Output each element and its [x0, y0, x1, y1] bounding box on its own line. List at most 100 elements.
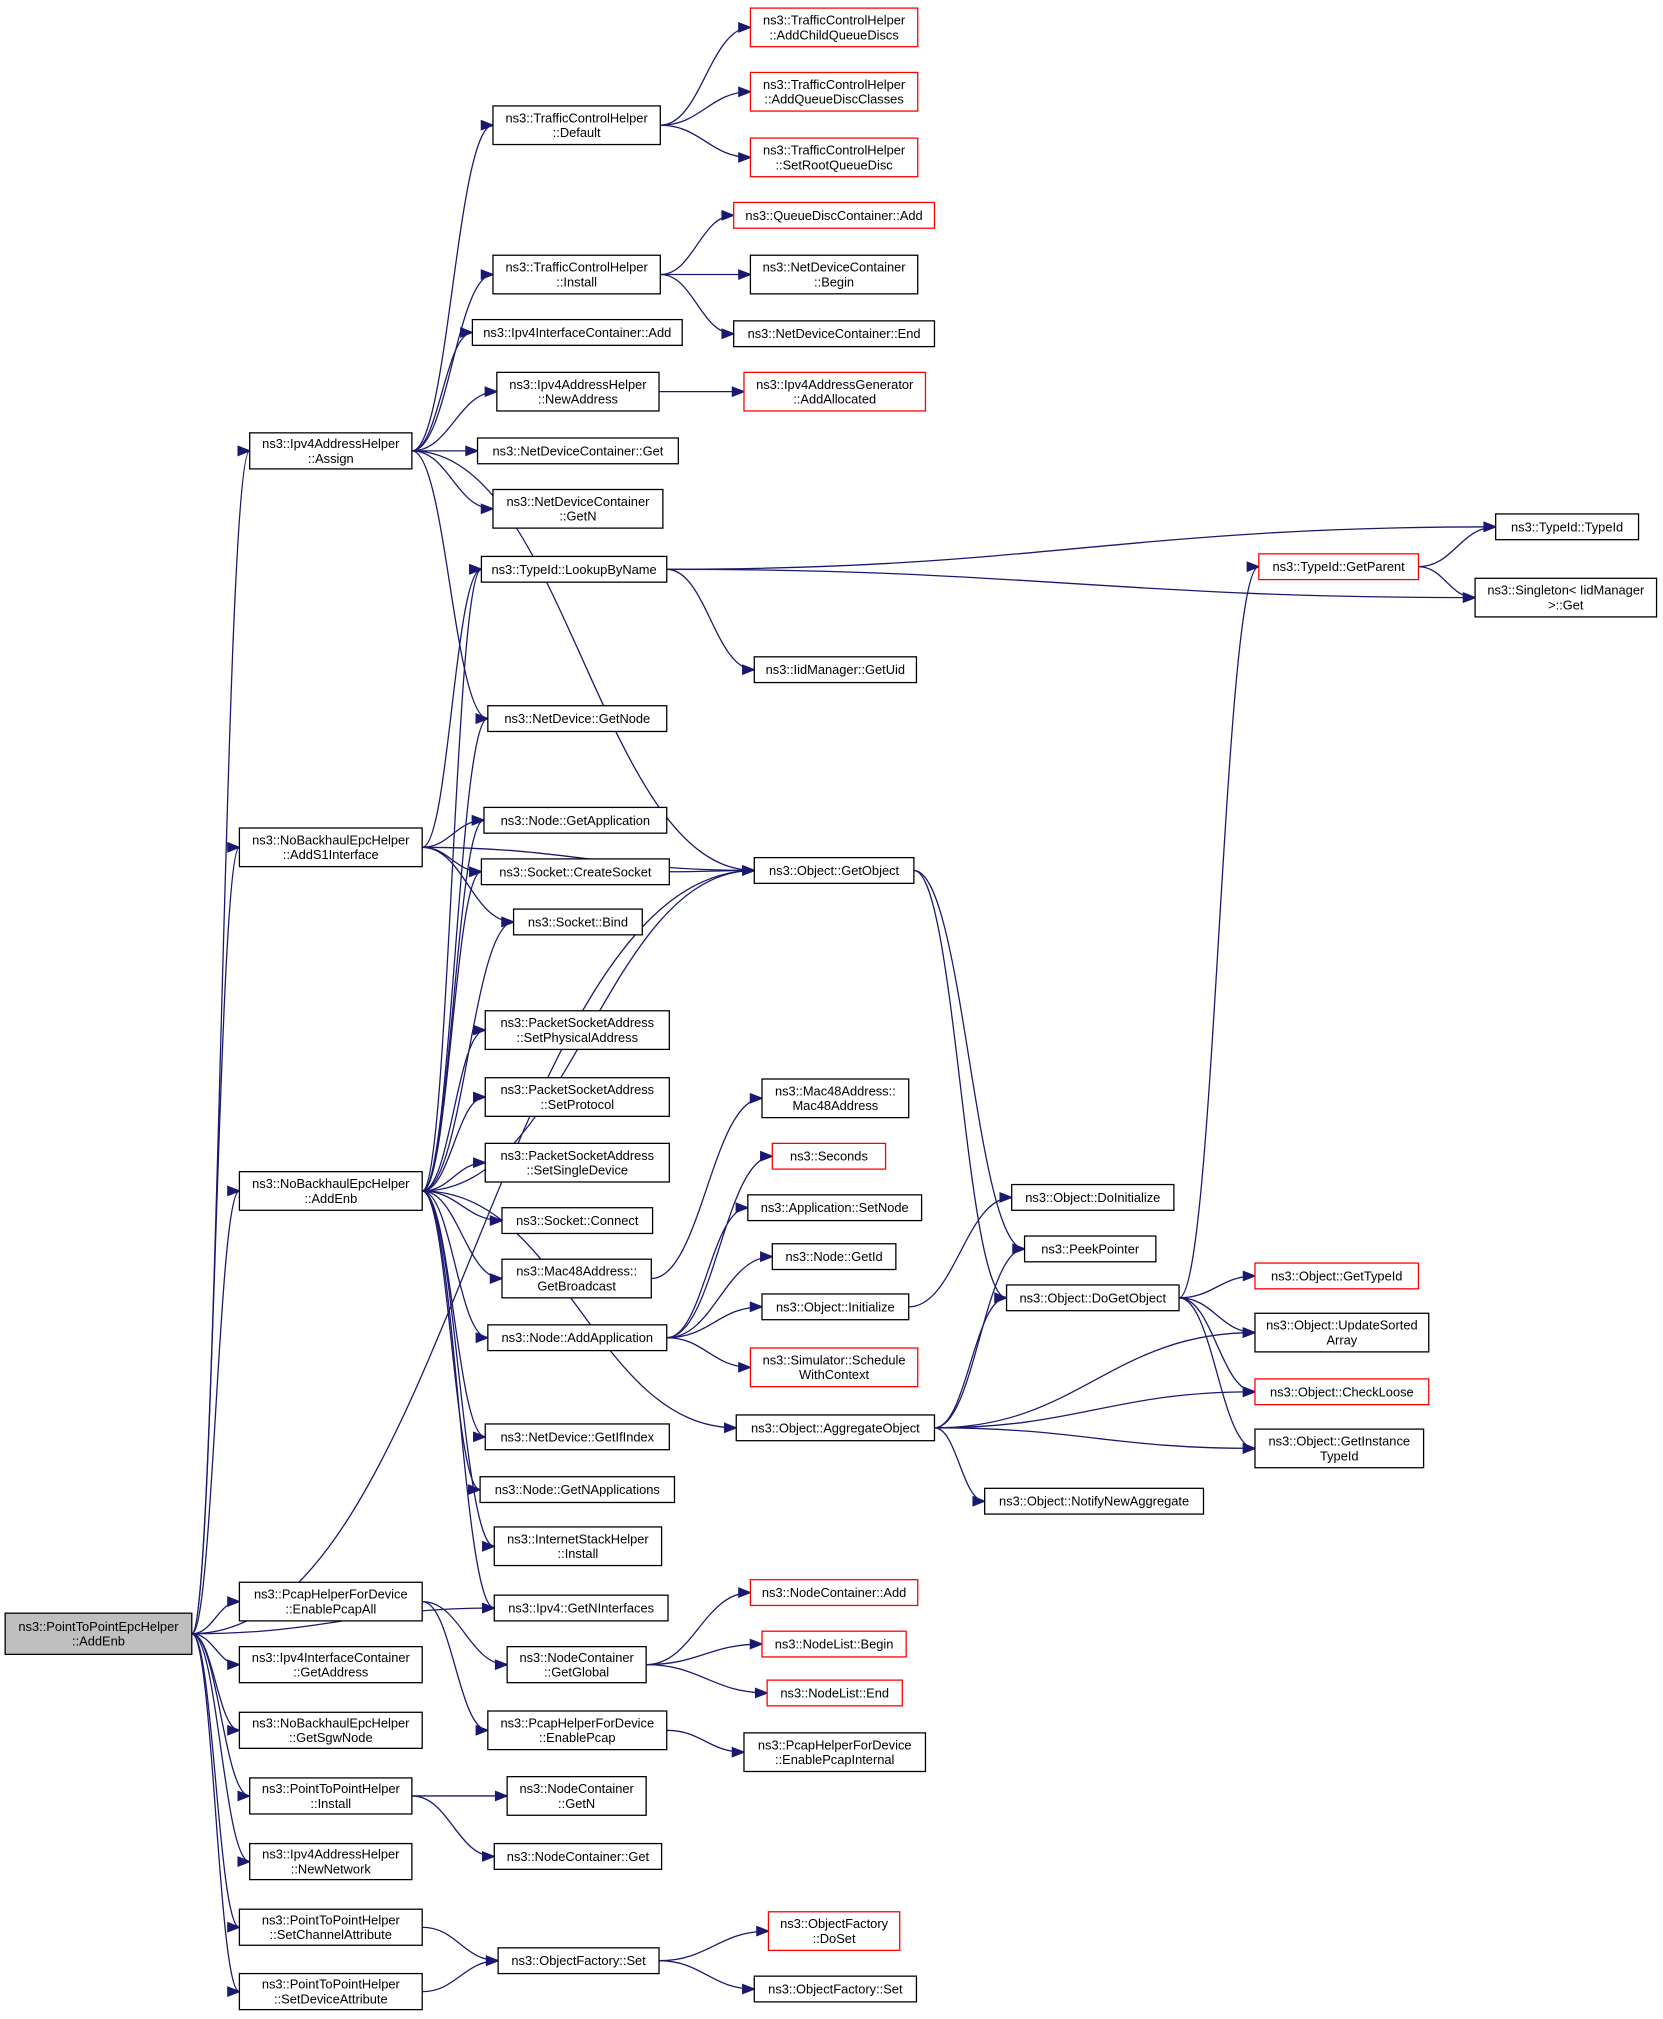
node-ns3-nodelist-end[interactable]: ns3::NodeList::End: [766, 1679, 903, 1707]
node-ns3-netdevicecontainer-getn[interactable]: ns3::NetDeviceContainer::GetN: [492, 488, 664, 529]
node-box[interactable]: [743, 1732, 927, 1773]
node-ns3-object-gettypeid[interactable]: ns3::Object::GetTypeId: [1254, 1262, 1420, 1290]
node-ns3-ipv4interfacecontainer-getaddress[interactable]: ns3::Ipv4InterfaceContainer::GetAddress: [238, 1645, 423, 1684]
node-box[interactable]: [1254, 1312, 1430, 1353]
node-box[interactable]: [4, 1612, 193, 1656]
node-ns3-typeid-lookupbyname[interactable]: ns3::TypeId::LookupByName: [480, 555, 668, 583]
node-box[interactable]: [238, 1711, 423, 1749]
node-ns3-ipv4addressgenerator-addallocated[interactable]: ns3::Ipv4AddressGenerator::AddAllocated: [743, 371, 927, 412]
node-ns3-trafficcontrolhelper-addqueuediscclasses[interactable]: ns3::TrafficControlHelper::AddQueueDiscC…: [749, 71, 919, 112]
node-ns3-object-notifynewaggregate[interactable]: ns3::Object::NotifyNewAggregate: [984, 1487, 1205, 1515]
node-ns3-nobackhaulepchelper-getsgwnode[interactable]: ns3::NoBackhaulEpcHelper::GetSgwNode: [238, 1711, 423, 1749]
node-box[interactable]: [484, 1077, 670, 1117]
node-ns3-nodecontainer-add[interactable]: ns3::NodeContainer::Add: [749, 1579, 919, 1607]
node-ns3-ipv4interfacecontainer-add[interactable]: ns3::Ipv4InterfaceContainer::Add: [471, 318, 683, 346]
node-ns3-trafficcontrolhelper-install[interactable]: ns3::TrafficControlHelper::Install: [492, 254, 661, 295]
node-box[interactable]: [493, 1842, 663, 1870]
node-box[interactable]: [497, 1947, 660, 1975]
node-box[interactable]: [496, 371, 660, 412]
node-box[interactable]: [747, 1194, 923, 1222]
node-box[interactable]: [733, 201, 936, 229]
node-box[interactable]: [493, 1526, 663, 1567]
node-box[interactable]: [749, 254, 919, 295]
node-ns3-objectfactory-doset[interactable]: ns3::ObjectFactory::DoSet: [767, 1911, 901, 1952]
node-box[interactable]: [238, 1908, 423, 1946]
node-box[interactable]: [501, 1258, 652, 1299]
node-box[interactable]: [1005, 1284, 1180, 1312]
node-ns3-nodecontainer-get[interactable]: ns3::NodeContainer::Get: [493, 1842, 663, 1870]
node-box[interactable]: [753, 656, 918, 684]
node-box[interactable]: [479, 1476, 676, 1504]
node-box[interactable]: [1495, 513, 1640, 541]
node-ns3-nobackhaulepchelper-adds1interface[interactable]: ns3::NoBackhaulEpcHelper::AddS1Interface: [238, 827, 423, 868]
node-box[interactable]: [492, 488, 664, 529]
node-box[interactable]: [1254, 1428, 1425, 1469]
node-ns3-node-getid[interactable]: ns3::Node::GetId: [771, 1243, 897, 1271]
node-ns3-ipv4addresshelper-newnetwork[interactable]: ns3::Ipv4AddressHelper::NewNetwork: [249, 1842, 413, 1881]
node-ns3-object-doinitialize[interactable]: ns3::Object::DoInitialize: [1011, 1183, 1175, 1211]
node-box[interactable]: [749, 7, 919, 48]
node-box[interactable]: [771, 1243, 897, 1271]
node-ns3-packetsocketaddress-setsingledevice[interactable]: ns3::PacketSocketAddress::SetSingleDevic…: [484, 1142, 670, 1183]
node-ns3-object-getobject[interactable]: ns3::Object::GetObject: [753, 856, 915, 885]
node-box[interactable]: [753, 856, 915, 885]
node-ns3-pointtopointhelper-setdeviceattribute[interactable]: ns3::PointToPointHelper::SetDeviceAttrib…: [238, 1972, 423, 2011]
node-box[interactable]: [480, 858, 670, 886]
node-ns3-object-initialize[interactable]: ns3::Object::Initialize: [761, 1293, 910, 1321]
node-ns3-object-checkloose[interactable]: ns3::Object::CheckLoose: [1254, 1378, 1430, 1406]
node-box[interactable]: [984, 1487, 1205, 1515]
node-box[interactable]: [749, 71, 919, 112]
node-box[interactable]: [761, 1078, 910, 1119]
node-ns3-netdevice-getifindex[interactable]: ns3::NetDevice::GetIfIndex: [484, 1423, 670, 1451]
node-ns3-objectfactory-set[interactable]: ns3::ObjectFactory::Set: [753, 1975, 918, 2003]
node-ns3-socket-connect[interactable]: ns3::Socket::Connect: [501, 1207, 654, 1235]
node-ns3-pcaphelperfordevice-enablepcap[interactable]: ns3::PcapHelperForDevice::EnablePcap: [487, 1710, 668, 1751]
node-ns3-object-aggregateobject[interactable]: ns3::Object::AggregateObject: [735, 1414, 936, 1442]
node-ns3-netdevicecontainer-begin[interactable]: ns3::NetDeviceContainer::Begin: [749, 254, 919, 295]
node-ns3-nodecontainer-getglobal[interactable]: ns3::NodeContainer::GetGlobal: [506, 1645, 647, 1684]
node-ns3-nodecontainer-getn[interactable]: ns3::NodeContainer::GetN: [506, 1775, 647, 1816]
node-ns3-internetstackhelper-install[interactable]: ns3::InternetStackHelper::Install: [493, 1526, 663, 1567]
node-box[interactable]: [501, 1207, 654, 1235]
node-box[interactable]: [761, 1630, 907, 1658]
node-ns3-object-dogetobject[interactable]: ns3::Object::DoGetObject: [1005, 1284, 1180, 1312]
node-box[interactable]: [749, 137, 919, 178]
node-ns3-nodelist-begin[interactable]: ns3::NodeList::Begin: [761, 1630, 907, 1658]
node-ns3-typeid-getparent[interactable]: ns3::TypeId::GetParent: [1258, 553, 1420, 581]
node-ns3-seconds[interactable]: ns3::Seconds: [771, 1142, 887, 1170]
node-box[interactable]: [512, 908, 643, 936]
node-box[interactable]: [487, 1324, 668, 1352]
node-box[interactable]: [238, 1581, 423, 1622]
node-ns3-netdevice-getnode[interactable]: ns3::NetDevice::GetNode: [487, 705, 668, 733]
node-box[interactable]: [1474, 577, 1658, 618]
node-ns3-pointtopointhelper-install[interactable]: ns3::PointToPointHelper::Install: [249, 1777, 413, 1815]
node-box[interactable]: [484, 1423, 670, 1451]
node-ns3-application-setnode[interactable]: ns3::Application::SetNode: [747, 1194, 923, 1222]
node-ns3-ipv4addresshelper-newaddress[interactable]: ns3::Ipv4AddressHelper::NewAddress: [496, 371, 660, 412]
node-ns3-typeid-typeid[interactable]: ns3::TypeId::TypeId: [1495, 513, 1640, 541]
node-ns3-node-addapplication[interactable]: ns3::Node::AddApplication: [487, 1324, 668, 1352]
node-box[interactable]: [487, 705, 668, 733]
node-box[interactable]: [249, 1842, 413, 1881]
node-ns3-netdevicecontainer-get[interactable]: ns3::NetDeviceContainer::Get: [476, 437, 679, 465]
node-box[interactable]: [743, 371, 927, 412]
node-box[interactable]: [483, 806, 668, 834]
node-box[interactable]: [238, 1645, 423, 1684]
node-ns3-peekpointer[interactable]: ns3::PeekPointer: [1023, 1235, 1157, 1263]
node-box[interactable]: [492, 105, 661, 146]
node-box[interactable]: [480, 555, 668, 583]
node-box[interactable]: [771, 1142, 887, 1170]
node-ns3-trafficcontrolhelper-addchildqueuediscs[interactable]: ns3::TrafficControlHelper::AddChildQueue…: [749, 7, 919, 48]
node-ns3-socket-bind[interactable]: ns3::Socket::Bind: [512, 908, 643, 936]
node-box[interactable]: [484, 1010, 670, 1051]
node-box[interactable]: [471, 318, 683, 346]
node-box[interactable]: [249, 432, 413, 470]
node-ns3-ipv4addresshelper-assign[interactable]: ns3::Ipv4AddressHelper::Assign: [249, 432, 413, 470]
node-ns3-mac48address-mac48address[interactable]: ns3::Mac48Address::Mac48Address: [761, 1078, 910, 1119]
node-box[interactable]: [506, 1645, 647, 1684]
node-box[interactable]: [766, 1679, 903, 1707]
node-ns3-node-getapplication[interactable]: ns3::Node::GetApplication: [483, 806, 668, 834]
node-ns3-singleton-iidmanager-get[interactable]: ns3::Singleton< IidManager>::Get: [1474, 577, 1658, 618]
